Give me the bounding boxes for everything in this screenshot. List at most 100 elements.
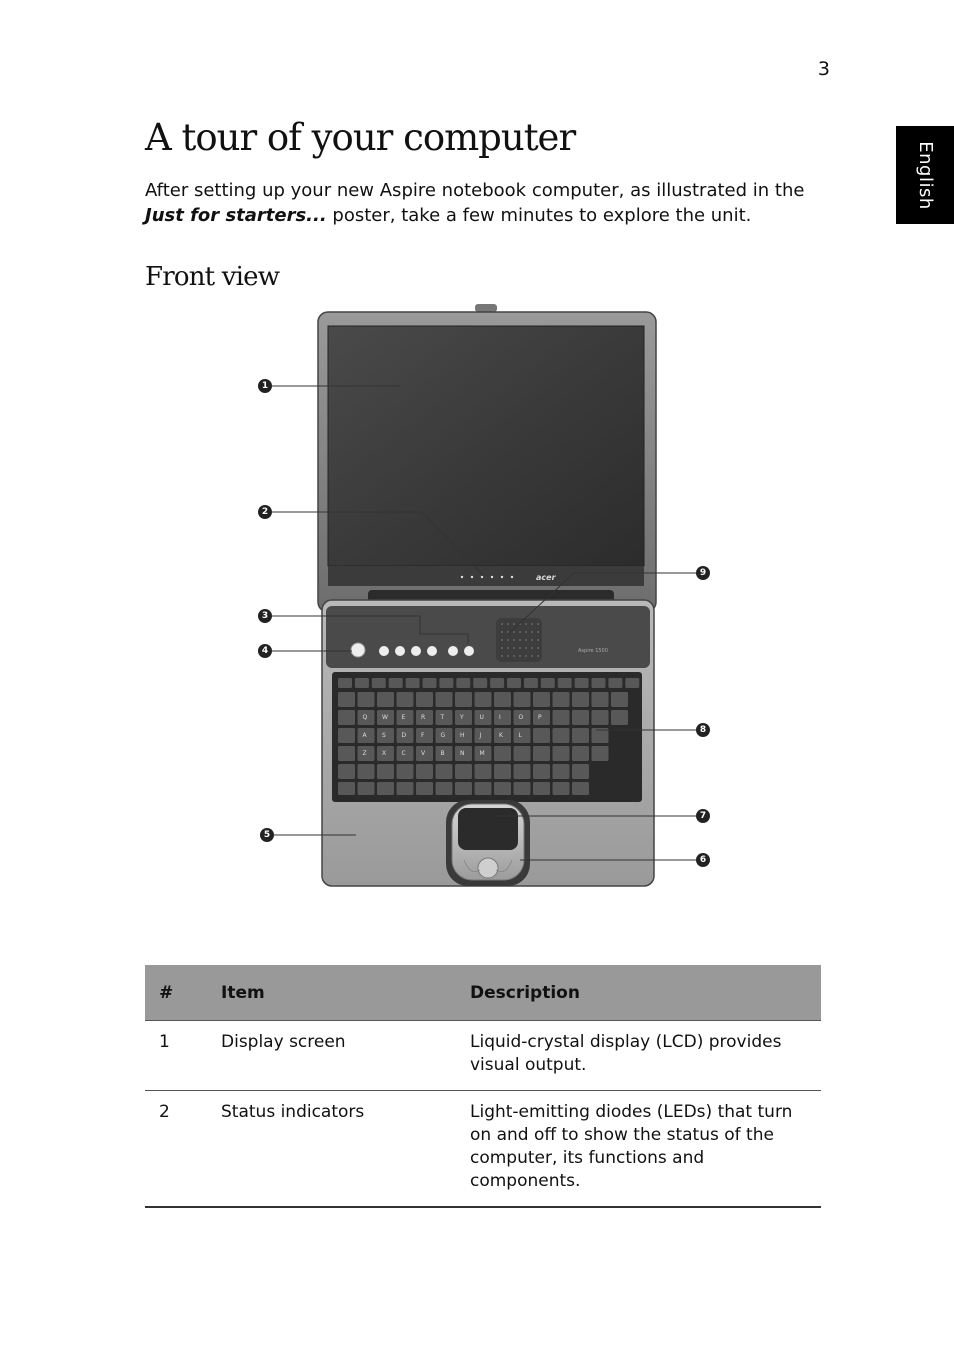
- keyboard-key: [533, 782, 550, 795]
- keyboard-key: [455, 782, 472, 795]
- keyboard-key: [572, 782, 589, 795]
- keyboard-key: [572, 746, 589, 761]
- keyboard-key-label: T: [440, 714, 445, 721]
- keyboard-key: [552, 782, 570, 795]
- language-tab: English: [896, 126, 954, 224]
- speaker-grille: [496, 618, 542, 662]
- keyboard-key: [494, 746, 511, 761]
- keyboard-key: [377, 692, 394, 707]
- table-header-row: # Item Description: [145, 965, 821, 1021]
- svg-text:2: 2: [262, 507, 268, 517]
- svg-text:4: 4: [262, 646, 268, 656]
- keyboard-key: [552, 746, 570, 761]
- keyboard-key: [377, 728, 394, 743]
- keyboard-key: [377, 710, 394, 725]
- keyboard-key: [513, 746, 531, 761]
- keyboard-key: [552, 728, 570, 743]
- keyboard-key-label: N: [460, 750, 465, 757]
- keyboard-key-label: G: [441, 732, 446, 739]
- callout-leaders: [272, 385, 696, 861]
- keyboard-key: [494, 728, 511, 743]
- laptop-lid: acer: [317, 304, 657, 613]
- keyboard-key: [354, 678, 369, 688]
- callout-7: 7: [696, 809, 710, 823]
- right-click-button: [495, 859, 513, 873]
- row-item: Status indicators: [207, 1090, 456, 1208]
- four-way-scroll-button: [477, 857, 499, 879]
- keyboard-key: [533, 746, 550, 761]
- keyboard-key: [357, 728, 375, 743]
- keyboard-key-label: V: [421, 750, 426, 757]
- keyboard-key-label: Y: [459, 714, 464, 721]
- intro-paragraph: After setting up your new Aspire noteboo…: [145, 178, 845, 228]
- keyboard-key-label: J: [479, 732, 482, 739]
- keyboard-key: [574, 678, 589, 688]
- callout-4: 4: [258, 644, 272, 658]
- keyboard-key: [455, 710, 472, 725]
- keyboard-key-label: M: [480, 750, 485, 757]
- keyboard-key-label: S: [382, 732, 386, 739]
- row-description: Liquid-crystal display (LCD) provides vi…: [456, 1020, 821, 1091]
- keyboard-key: [552, 764, 570, 779]
- section-heading: Front view: [145, 262, 280, 292]
- keyboard-key: [513, 728, 531, 743]
- keyboard-key-label: K: [499, 732, 504, 739]
- keyboard-key: [435, 782, 453, 795]
- row-description: Light-emitting diodes (LEDs) that turn o…: [456, 1090, 821, 1208]
- keyboard-key-label: H: [460, 732, 465, 739]
- svg-text:3: 3: [262, 611, 268, 621]
- power-button: [350, 642, 366, 658]
- keyboard-key: [416, 692, 433, 707]
- keyboard-key: [396, 782, 414, 795]
- callout-2: 2: [258, 505, 272, 519]
- keyboard-key: [405, 678, 420, 688]
- keyboard-key-label: O: [519, 714, 524, 721]
- bezel-brand-logo: acer: [536, 573, 557, 582]
- keyboard-key: [338, 728, 355, 743]
- row-item: Display screen: [207, 1020, 456, 1091]
- keyboard-key: [473, 678, 488, 688]
- keyboard-key: [396, 692, 414, 707]
- keyboard-key: [494, 692, 511, 707]
- keyboard-key: [474, 692, 492, 707]
- keyboard-key: [474, 710, 492, 725]
- keyboard-key-label: P: [538, 714, 542, 721]
- column-header-number: #: [145, 965, 207, 1021]
- keyboard-key-label: B: [441, 750, 445, 757]
- keyboard-key: [357, 692, 375, 707]
- keyboard-key-label: D: [402, 732, 407, 739]
- callout-5: 5: [260, 828, 274, 842]
- keyboard-key: [338, 710, 355, 725]
- keyboard-key: [523, 678, 538, 688]
- keyboard-key: [435, 692, 453, 707]
- keyboard-key: [494, 710, 511, 725]
- keyboard-key: [455, 764, 472, 779]
- page-title: A tour of your computer: [145, 116, 576, 159]
- display-screen: [327, 325, 645, 567]
- keyboard-key: [396, 728, 414, 743]
- keyboard-key: [455, 728, 472, 743]
- keyboard-key: [455, 746, 472, 761]
- callout-9: 9: [696, 566, 710, 580]
- intro-text-start: After setting up your new Aspire noteboo…: [145, 180, 805, 201]
- keyboard-key: [456, 678, 471, 688]
- keyboard-key: [435, 710, 453, 725]
- keyboard-key-label: Z: [363, 750, 367, 757]
- keyboard-key-label: A: [363, 732, 368, 739]
- keyboard-key: [338, 746, 355, 761]
- callout-1: 1: [258, 379, 272, 393]
- keyboard-key-label: R: [421, 714, 425, 721]
- table-row: 2 Status indicators Light-emitting diode…: [145, 1090, 821, 1208]
- keyboard-key: [416, 746, 433, 761]
- keyboard-key: [591, 692, 609, 707]
- keyboard-key: [552, 710, 570, 725]
- svg-text:5: 5: [264, 830, 270, 840]
- keyboard-key: [513, 782, 531, 795]
- keyboard-key-label: W: [382, 714, 388, 721]
- keyboard-key: [572, 692, 589, 707]
- status-indicators: [460, 575, 514, 579]
- keyboard-key: [494, 764, 511, 779]
- screen-bezel-bottom: [328, 566, 644, 586]
- keyboard-key: [377, 782, 394, 795]
